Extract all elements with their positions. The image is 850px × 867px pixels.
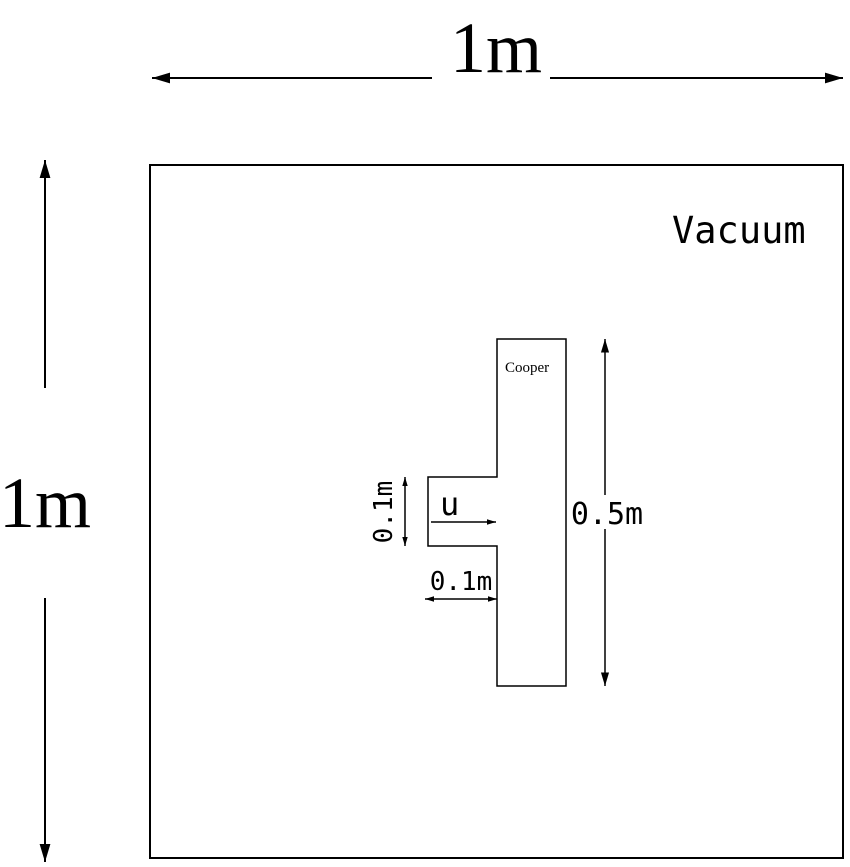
- width-dimension-label: 1m: [450, 8, 542, 88]
- stub-width-dimension-label: 0.1m: [430, 567, 493, 597]
- bar-height-dimension-label: 0.5m: [571, 497, 643, 532]
- height-dimension-label: 1m: [0, 463, 91, 543]
- stub-height-dimension-label: 0.1m: [369, 481, 399, 544]
- vacuum-domain-boundary: [149, 164, 844, 859]
- vacuum-label: Vacuum: [672, 209, 806, 252]
- width-label-background: [432, 20, 550, 84]
- copper-body-outline: [427, 338, 567, 687]
- bar-height-label-background: [567, 495, 647, 529]
- velocity-label: u: [440, 485, 459, 523]
- material-label: Cooper: [505, 360, 549, 376]
